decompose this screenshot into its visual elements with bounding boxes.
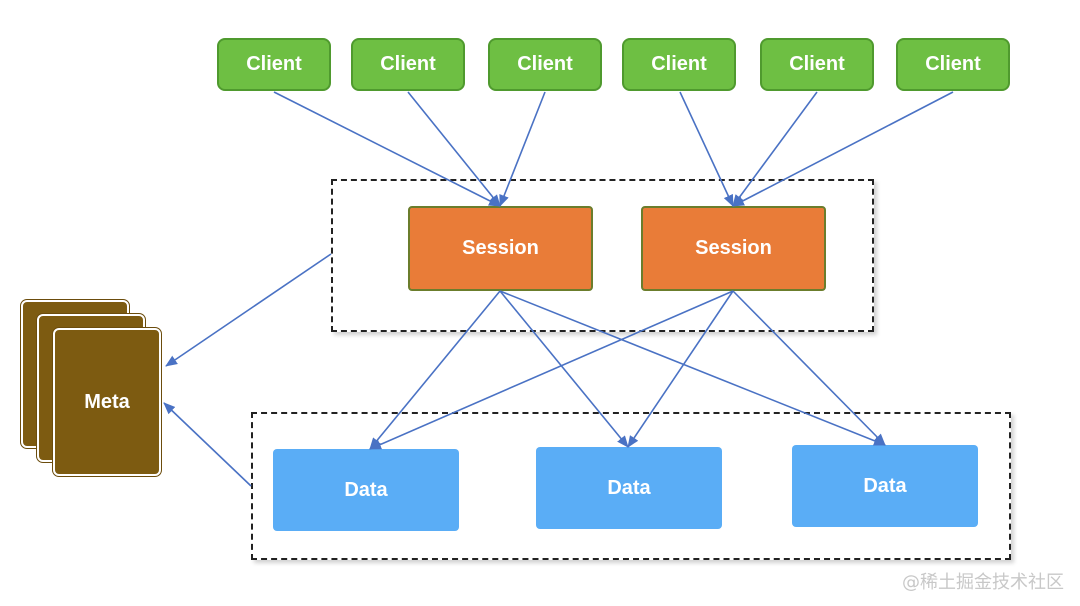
arrow-client6-session2 <box>732 91 954 207</box>
client-label: Client <box>925 53 981 75</box>
arrow-client1-session1 <box>273 91 501 207</box>
data-node-1: Data <box>273 449 459 531</box>
arrow-session2-data3 <box>732 290 886 446</box>
data-label: Data <box>344 478 388 501</box>
client-node-5: Client <box>760 38 874 91</box>
session-node-1: Session <box>408 206 593 291</box>
arrow-client2-session1 <box>407 91 501 207</box>
client-node-4: Client <box>622 38 736 91</box>
meta-label: Meta <box>84 390 130 413</box>
arrow-client5-session2 <box>732 91 818 207</box>
arrow-session2-data1 <box>369 290 734 450</box>
data-node-3: Data <box>792 445 978 527</box>
client-label: Client <box>789 53 845 75</box>
arrow-datagroup-meta <box>163 402 252 487</box>
meta-node: Meta <box>53 328 161 476</box>
client-node-6: Client <box>896 38 1010 91</box>
data-label: Data <box>607 476 651 499</box>
data-node-2: Data <box>536 447 722 529</box>
session-group <box>331 179 874 332</box>
arrow-session1-data2 <box>499 290 629 448</box>
client-label: Client <box>246 53 302 75</box>
client-node-2: Client <box>351 38 465 91</box>
session-node-2: Session <box>641 206 826 291</box>
client-label: Client <box>651 53 707 75</box>
session-label: Session <box>462 237 539 259</box>
data-group <box>251 412 1011 560</box>
client-label: Client <box>380 53 436 75</box>
arrow-session2-data2 <box>627 290 734 448</box>
data-label: Data <box>863 474 907 497</box>
watermark: @稀土掘金技术社区 <box>902 572 1064 593</box>
client-node-3: Client <box>488 38 602 91</box>
arrow-client3-session1 <box>499 91 546 207</box>
client-label: Client <box>517 53 573 75</box>
client-node-1: Client <box>217 38 331 91</box>
arrow-session1-data1 <box>369 290 501 450</box>
arrow-client4-session2 <box>679 91 734 207</box>
session-label: Session <box>695 237 772 259</box>
arrow-sessiongroup-meta <box>165 253 332 367</box>
arrow-session1-data3 <box>499 290 886 446</box>
